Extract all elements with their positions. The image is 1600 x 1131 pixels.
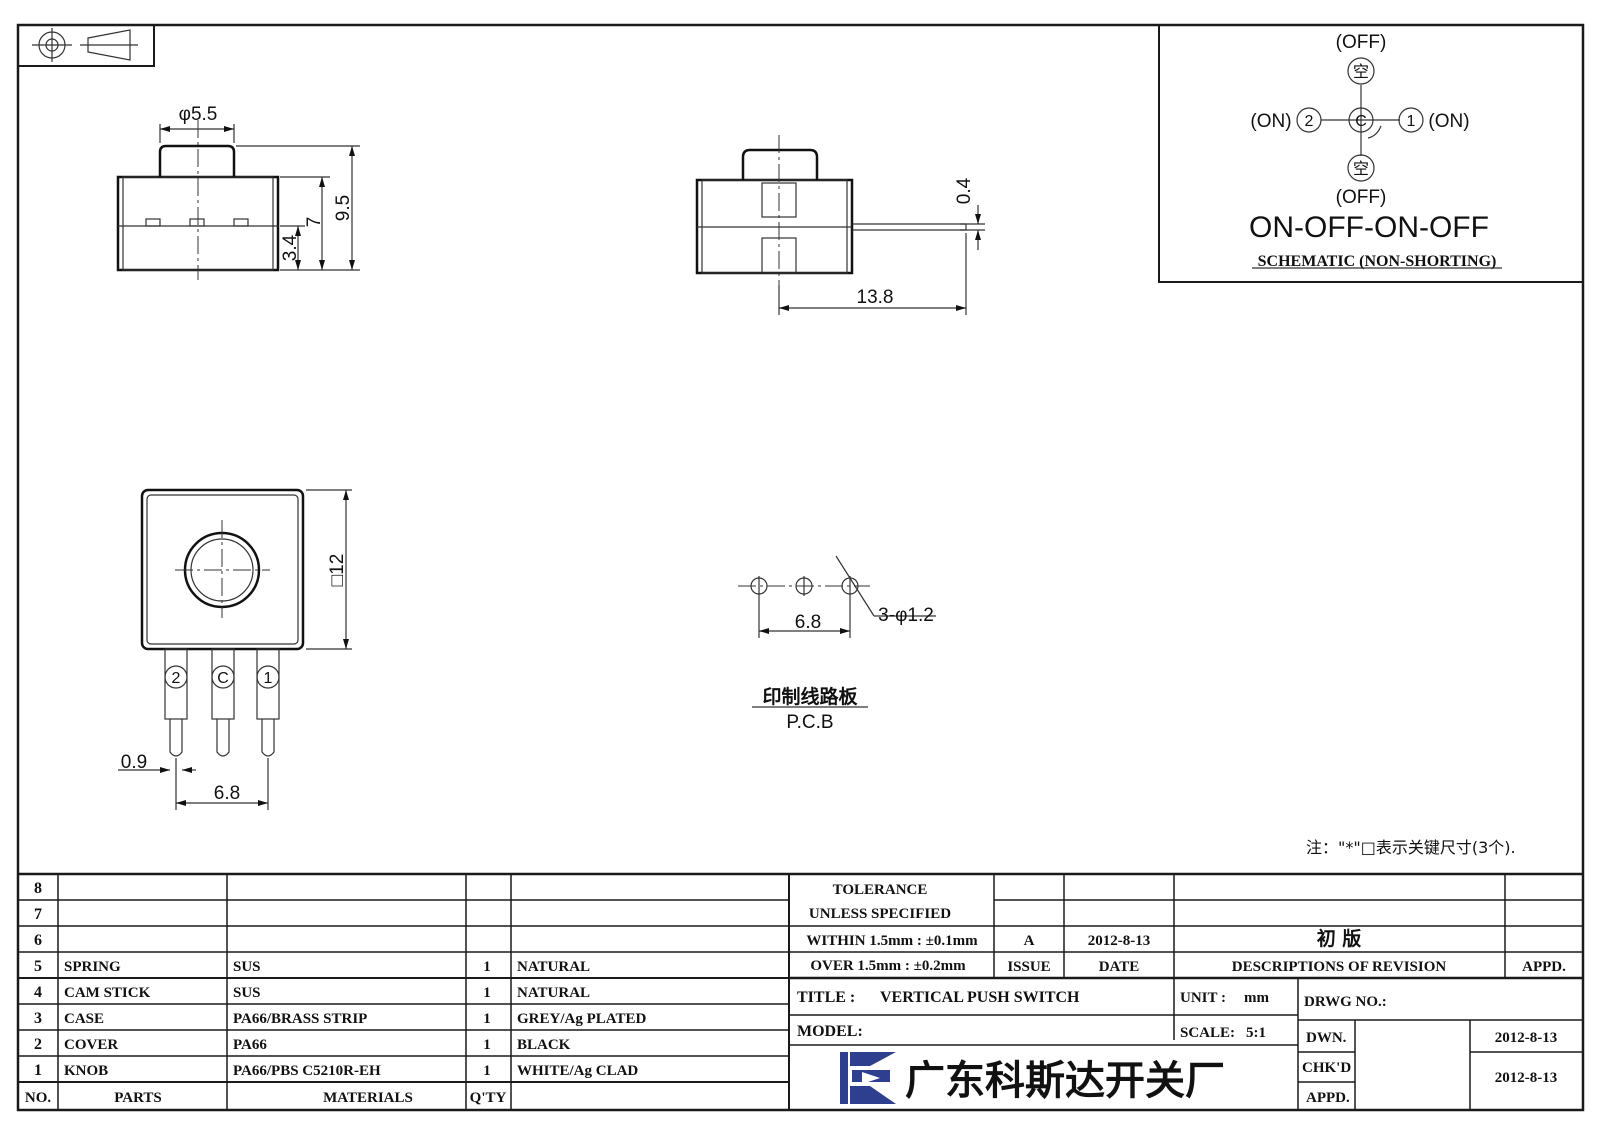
drawing-border xyxy=(16,23,1585,1112)
bom-row-number: 1 xyxy=(34,1062,42,1079)
bom-header-no: NO. xyxy=(25,1090,52,1106)
front-view xyxy=(118,488,352,810)
drawing-title: VERTICAL PUSH SWITCH xyxy=(880,989,1080,1006)
schematic-on-right: (ON) xyxy=(1428,111,1469,132)
model-label: MODEL: xyxy=(797,1023,863,1040)
bom-row-number: 2 xyxy=(34,1036,42,1053)
revision-header-date: DATE xyxy=(1099,959,1140,975)
appd-label: APPD. xyxy=(1306,1090,1350,1106)
bom-finish: GREY/Ag PLATED xyxy=(517,1011,646,1027)
tolerance-title: TOLERANCE xyxy=(833,882,928,898)
schematic-off-top: (OFF) xyxy=(1336,32,1387,53)
bom-material: SUS xyxy=(233,985,261,1001)
dwn-date: 2012-8-13 xyxy=(1495,1030,1558,1046)
dim-top-height-total: 9.5 xyxy=(333,195,354,221)
pin-label-left: 2 xyxy=(172,670,181,687)
revision-issue: A xyxy=(1024,933,1035,949)
bom-row-number: 8 xyxy=(34,880,42,897)
dim-top-height-low: 3.4 xyxy=(280,234,301,261)
drawing-note: 注："*"□表示关键尺寸(3个). xyxy=(1306,838,1516,857)
tolerance-within: WITHIN 1.5mm : ±0.1mm xyxy=(806,933,978,949)
schematic-caption: SCHEMATIC (NON-SHORTING) xyxy=(1258,253,1497,270)
bom-qty: 1 xyxy=(483,1037,491,1053)
bom-part: SPRING xyxy=(64,959,121,975)
bom-finish: BLACK xyxy=(517,1037,571,1053)
revision-header-desc: DESCRIPTIONS OF REVISION xyxy=(1232,959,1447,975)
schematic-node-top: 空 xyxy=(1353,63,1369,81)
revision-date: 2012-8-13 xyxy=(1088,933,1151,949)
dwn-label: DWN. xyxy=(1306,1030,1347,1046)
top-view xyxy=(116,120,360,280)
pin-label-right: 1 xyxy=(264,670,273,687)
scale-value: 5:1 xyxy=(1246,1025,1266,1041)
title-label: TITLE : xyxy=(797,989,855,1006)
bom-part: COVER xyxy=(64,1037,118,1053)
bom-header-qty: Q'TY xyxy=(470,1090,507,1106)
bom-material: PA66 xyxy=(233,1037,267,1053)
dim-pin-pitch: 6.8 xyxy=(214,783,240,804)
bom-part: CAM STICK xyxy=(64,985,151,1001)
chkd-label: CHK'D xyxy=(1302,1060,1351,1076)
schematic-box xyxy=(1158,24,1584,283)
bom-qty: 1 xyxy=(483,985,491,1001)
projection-symbol-icon xyxy=(17,24,155,67)
title-block-grid xyxy=(18,872,1583,1110)
side-view xyxy=(695,135,985,315)
tolerance-over: OVER 1.5mm : ±0.2mm xyxy=(810,958,966,974)
pin-label-center: C xyxy=(217,670,229,687)
bom-material: PA66/BRASS STRIP xyxy=(233,1011,367,1027)
schematic-node-left: 2 xyxy=(1305,113,1314,130)
schematic-node-center: C xyxy=(1355,113,1367,130)
tolerance-unless: UNLESS SPECIFIED xyxy=(809,906,951,922)
schematic-off-bottom: (OFF) xyxy=(1336,187,1387,208)
bom-finish: NATURAL xyxy=(517,959,590,975)
chkd-date: 2012-8-13 xyxy=(1495,1070,1558,1086)
bom-part: CASE xyxy=(64,1011,104,1027)
bom-qty: 1 xyxy=(483,1011,491,1027)
revision-description: 初 版 xyxy=(1317,927,1362,950)
dim-pcb-pitch: 6.8 xyxy=(795,612,821,633)
bom-material: PA66/PBS C5210R-EH xyxy=(233,1063,381,1079)
revision-header-appd: APPD. xyxy=(1522,959,1566,975)
bom-finish: WHITE/Ag CLAD xyxy=(517,1063,638,1079)
bom-qty: 1 xyxy=(483,959,491,975)
dim-pin-width: 0.9 xyxy=(121,752,147,773)
pcb-layout xyxy=(738,555,936,708)
pcb-label-cn: 印制线路板 xyxy=(762,685,858,708)
dim-side-gap: 0.4 xyxy=(954,177,975,204)
schematic-node-right: 1 xyxy=(1407,113,1416,130)
bom-header-parts: PARTS xyxy=(114,1090,162,1106)
bom-material: SUS xyxy=(233,959,261,975)
schematic-sequence: ON-OFF-ON-OFF xyxy=(1249,211,1489,244)
pcb-label-en: P.C.B xyxy=(786,712,833,733)
bom-header-materials: MATERIALS xyxy=(323,1090,413,1106)
unit-value: mm xyxy=(1244,990,1269,1006)
bom-row-number: 3 xyxy=(34,1010,42,1027)
unit-label: UNIT : xyxy=(1180,990,1226,1006)
schematic-on-left: (ON) xyxy=(1250,111,1291,132)
dim-top-diameter: φ5.5 xyxy=(179,104,218,125)
scale-label: SCALE: xyxy=(1180,1025,1235,1041)
bom-row-number: 5 xyxy=(34,958,42,975)
bom-row-number: 7 xyxy=(34,906,42,923)
revision-header-issue: ISSUE xyxy=(1007,959,1050,975)
dim-top-height-body: 7 xyxy=(304,217,325,228)
dim-front-square: □12 xyxy=(327,554,348,587)
bom-row-number: 4 xyxy=(34,984,42,1001)
dim-side-length: 13.8 xyxy=(857,287,894,308)
company-logo-icon xyxy=(840,1052,896,1104)
bom-finish: NATURAL xyxy=(517,985,590,1001)
schematic-node-bottom: 空 xyxy=(1353,160,1369,178)
bom-part: KNOB xyxy=(64,1063,108,1079)
bom-qty: 1 xyxy=(483,1063,491,1079)
bom-row-number: 6 xyxy=(34,932,42,949)
dim-pcb-holes: 3-φ1.2 xyxy=(878,605,934,626)
company-name: 广东科斯达开关厂 xyxy=(905,1058,1225,1104)
drwg-no-label: DRWG NO.: xyxy=(1304,994,1387,1010)
